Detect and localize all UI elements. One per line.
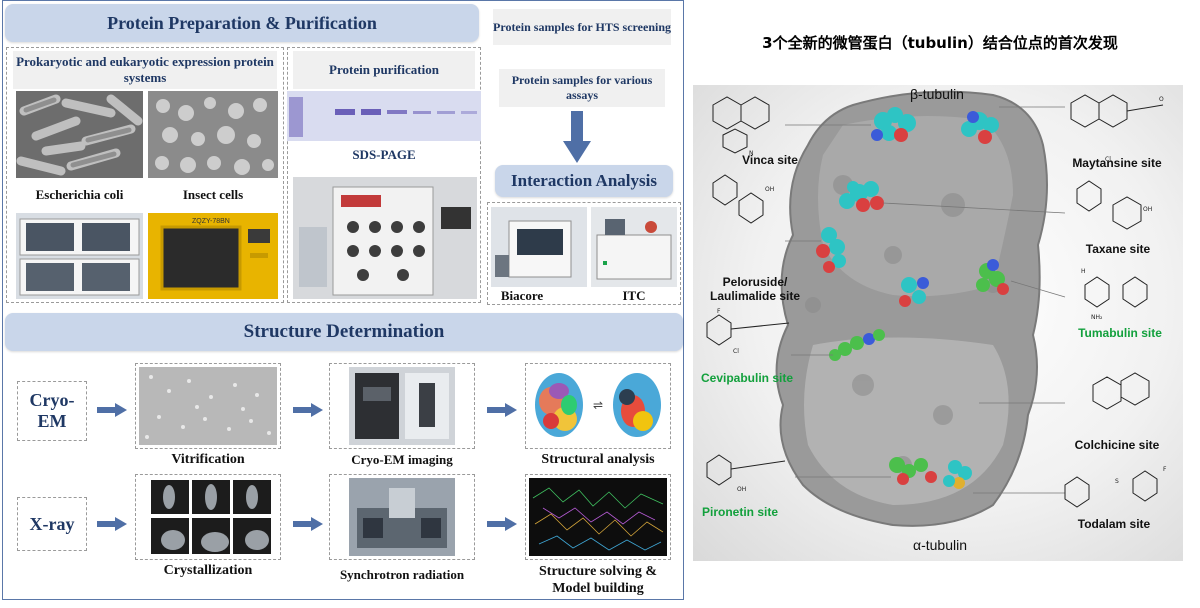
- taxane-site-label: Taxane site: [1085, 242, 1151, 256]
- maytansine-ligand-spheres: [961, 111, 999, 144]
- sds-page-gel: [287, 91, 481, 141]
- tumabulin-h-atom: H: [1081, 268, 1086, 275]
- expression-systems-group: [6, 47, 284, 303]
- vitrification-caption: Vitrification: [171, 452, 245, 467]
- insect-cells-micrograph: [148, 91, 278, 178]
- vinca-ligand-spheres: [871, 107, 916, 142]
- alpha-tubulin-label: α-tubulin: [913, 537, 968, 553]
- maytansine-o-atom: O: [1159, 96, 1164, 103]
- tumabulin-site-label: Tumabulin site: [1078, 326, 1162, 340]
- colchicine-site-label: Colchicine site: [1074, 438, 1160, 452]
- crystal-drops-grid: [149, 478, 273, 556]
- cevipabulin-f-atom: F: [717, 308, 721, 315]
- arrow-right-icon: [293, 517, 323, 536]
- xray-label: X-ray: [29, 513, 75, 534]
- peloruside-oh-atom: OH: [765, 186, 774, 193]
- crystallization-caption: Crystallization: [163, 563, 253, 578]
- tubulin-surface-figure: N O Cl OH OH NH₂ H F Cl OH S F: [706, 90, 1167, 527]
- beamline-photo: [349, 478, 455, 556]
- itc-photo: [591, 207, 677, 287]
- interaction-analysis-header: Interaction Analysis: [495, 165, 673, 197]
- structural-analysis-caption: Structural analysis: [541, 452, 655, 467]
- ecoli-micrograph: [16, 91, 143, 178]
- vinca-site-label: Vinca site: [742, 153, 798, 167]
- protein-preparation-header: Protein Preparation & Purification: [5, 4, 479, 42]
- vinca-n-atom: N: [749, 150, 754, 157]
- arrow-right-icon: [487, 403, 517, 422]
- fplc-system-photo: [293, 177, 477, 299]
- cevipabulin-cl-atom: Cl: [733, 348, 739, 355]
- synchrotron-caption: Synchrotron radiation: [339, 567, 465, 582]
- cryo-em-label: Cryo-EM: [29, 390, 75, 431]
- vitrification-frame: [135, 363, 281, 449]
- taxane-ligand-spheres: [839, 181, 884, 212]
- todalam-site-label: Todalam site: [1077, 517, 1151, 531]
- arrow-right-icon: [97, 403, 127, 422]
- cevipabulin-site-label: Cevipabulin site: [700, 371, 794, 385]
- assay-samples-box: Protein samples for various assays: [499, 69, 665, 107]
- cevipabulin-ligand-spheres: [829, 329, 885, 361]
- pironetin-oh-atom: OH: [737, 486, 746, 493]
- tumabulin-nh2-atom: NH₂: [1091, 314, 1103, 321]
- center-ligand-spheres: [899, 277, 929, 307]
- cryo-imaging-caption: Cryo-EM imaging: [351, 452, 453, 467]
- purification-title: Protein purification: [293, 51, 475, 89]
- cryo-microscope-photo: [349, 367, 455, 445]
- electron-density-map: [529, 478, 667, 556]
- biacore-photo: [491, 207, 587, 287]
- peloruside-laulimalide-site-label: Peloruside/ Laulimalide site: [709, 275, 801, 303]
- sds-page-caption: SDS-PAGE: [352, 147, 416, 162]
- structure-determination-header: Structure Determination: [5, 313, 683, 351]
- synchrotron-frame: [329, 474, 475, 560]
- tubulin-structure-panel: N O Cl OH OH NH₂ H F Cl OH S F: [693, 85, 1183, 561]
- down-arrow-icon: [563, 111, 591, 168]
- model-building-frame: [525, 474, 671, 560]
- todalam-s-atom: S: [1115, 478, 1119, 485]
- hts-samples-box: Protein samples for HTS screening: [493, 9, 671, 45]
- expression-systems-title: Prokaryotic and eukaryotic expression pr…: [13, 51, 277, 89]
- cryo-em-label-box: [17, 381, 87, 441]
- structural-analysis-frame: [525, 363, 671, 449]
- workflow-panel: Protein Preparation & Purification Proka…: [2, 0, 684, 600]
- insect-caption: Insect cells: [182, 187, 244, 202]
- pironetin-site-label: Pironetin site: [701, 505, 778, 519]
- maytansine-cl-atom: Cl: [1105, 156, 1111, 163]
- interaction-instruments-group: [487, 202, 681, 305]
- todalam-f-atom: F: [1163, 466, 1167, 473]
- shaker-incubator-photo: [16, 213, 143, 299]
- arrow-right-icon: [97, 517, 127, 536]
- biacore-caption: Biacore: [500, 288, 544, 303]
- xray-label-box: [17, 497, 87, 551]
- tumabulin-ligand-spheres: [976, 259, 1009, 295]
- todalam-ligand-spheres: [943, 460, 972, 489]
- arrow-right-icon: [293, 403, 323, 422]
- itc-caption: ITC: [622, 288, 646, 303]
- purification-group: [287, 47, 481, 303]
- maytansine-site-label: Maytansine site: [1072, 156, 1162, 170]
- crystallization-frame: [135, 474, 281, 560]
- cryo-em-density-map: ⇌: [529, 367, 667, 445]
- ecoli-caption: Escherichia coli: [35, 187, 124, 202]
- arrow-right-icon: [487, 517, 517, 536]
- peloruside-ligand-spheres: [816, 227, 846, 273]
- tubulin-sites-title: 3个全新的微管蛋白（tubulin）结合位点的首次发现: [762, 34, 1118, 52]
- insect-incubator-photo: ZQZY-78BN: [148, 213, 278, 299]
- incubator-model-text: ZQZY-78BN: [192, 218, 230, 225]
- model-building-caption: Structure solving & Model building: [539, 564, 657, 596]
- vitrification-micrograph: [139, 367, 277, 445]
- cryo-imaging-frame: [329, 363, 475, 449]
- svg-text:⇌: ⇌: [593, 398, 603, 412]
- taxane-oh-atom: OH: [1143, 206, 1152, 213]
- beta-tubulin-label: β-tubulin: [910, 86, 964, 102]
- pironetin-ligand-spheres: [889, 457, 937, 485]
